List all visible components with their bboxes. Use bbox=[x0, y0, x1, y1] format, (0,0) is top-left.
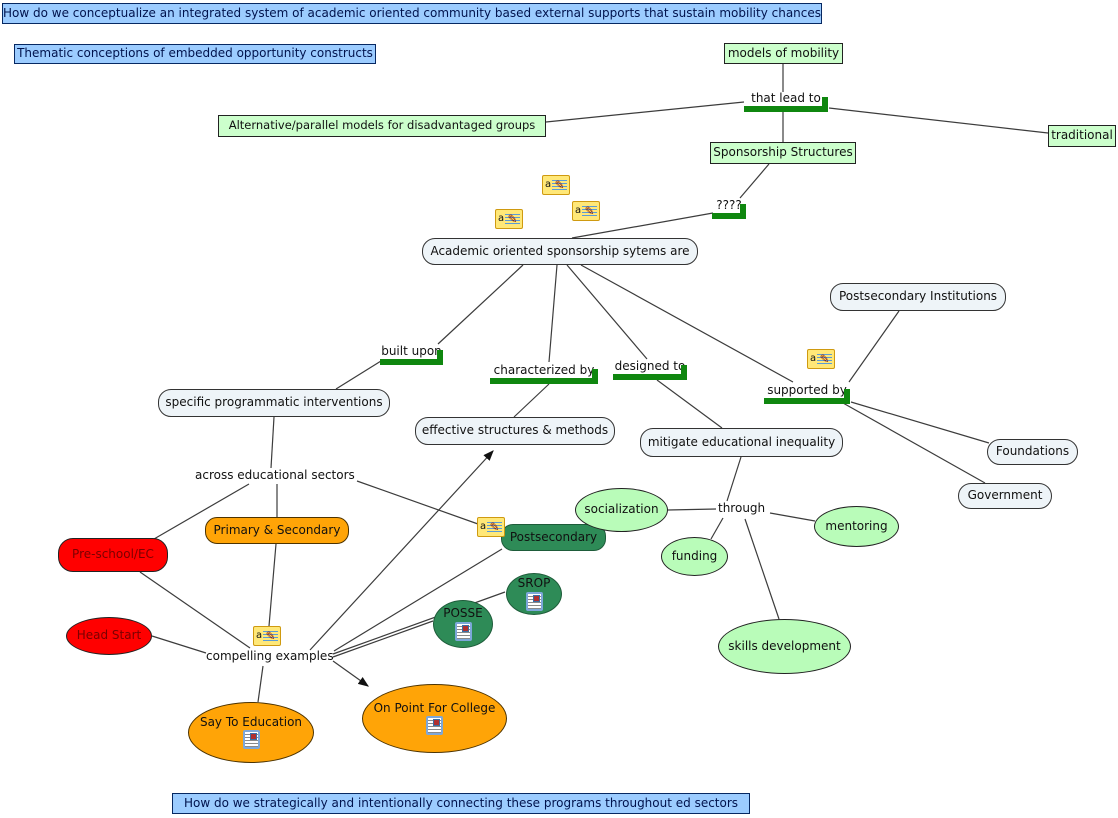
node-label: Primary & Secondary bbox=[213, 522, 341, 537]
node-label: Postsecondary bbox=[509, 529, 598, 544]
node-funding[interactable]: funding bbox=[661, 537, 728, 576]
linking-phrase-across-educational-sectors[interactable]: across educational sectors bbox=[195, 468, 355, 482]
annotation-note-icon[interactable]: a ✎ bbox=[807, 349, 835, 369]
attached-resource-icon[interactable] bbox=[454, 621, 472, 641]
node-government[interactable]: Government bbox=[958, 483, 1052, 509]
linking-phrase-label: across educational sectors bbox=[195, 468, 355, 482]
collapse-bar[interactable] bbox=[490, 369, 598, 384]
node-label: mitigate educational inequality bbox=[647, 434, 836, 449]
node-label: socialization bbox=[584, 502, 659, 517]
node-posse[interactable]: POSSE bbox=[433, 600, 493, 648]
node-label: Foundations bbox=[995, 444, 1070, 459]
collapse-bar[interactable] bbox=[712, 204, 746, 219]
collapse-bar[interactable] bbox=[764, 389, 850, 404]
node-top-question-banner[interactable]: How do we conceptualize an integrated sy… bbox=[2, 3, 822, 24]
node-specific-programmatic-interventions[interactable]: specific programmatic interventions bbox=[158, 389, 390, 417]
annotation-note-icon[interactable]: a ✎ bbox=[477, 517, 505, 537]
linking-phrase-through[interactable]: through bbox=[718, 501, 765, 515]
linking-phrase-label: through bbox=[718, 501, 766, 515]
attached-resource-icon[interactable] bbox=[426, 716, 443, 736]
node-label: Sponsorship Structures bbox=[713, 145, 853, 160]
node-mentoring[interactable]: mentoring bbox=[814, 506, 899, 547]
linking-phrase-label: ???? bbox=[716, 198, 742, 212]
node-socialization[interactable]: socialization bbox=[575, 488, 668, 532]
node-foundations[interactable]: Foundations bbox=[987, 439, 1078, 465]
node-label: Say To Education bbox=[199, 714, 303, 729]
node-label: specific programmatic interventions bbox=[165, 395, 383, 410]
collapse-bar[interactable] bbox=[744, 97, 828, 112]
pencil-icon: ✎ bbox=[505, 212, 520, 226]
linking-phrase-supported-by[interactable]: supported by bbox=[764, 383, 850, 404]
linking-phrase-designed-to[interactable]: designed to bbox=[613, 359, 687, 380]
node-academic-oriented-sponsorship[interactable]: Academic oriented sponsorship sytems are bbox=[422, 238, 698, 265]
linking-phrase-compelling-examples[interactable]: compelling examples bbox=[206, 649, 334, 663]
node-label: Alternative/parallel models for disadvan… bbox=[228, 118, 536, 133]
annotation-note-icon[interactable]: a ✎ bbox=[495, 209, 523, 229]
node-label: Thematic conceptions of embedded opportu… bbox=[17, 46, 373, 61]
node-label: POSSE bbox=[443, 606, 483, 621]
linking-phrase-unknown[interactable]: ???? bbox=[712, 198, 746, 219]
linking-phrase-label: designed to bbox=[614, 359, 686, 373]
node-postsecondary[interactable]: Postsecondary bbox=[501, 524, 606, 551]
node-label: How do we conceptualize an integrated sy… bbox=[2, 5, 822, 20]
node-label: effective structures & methods bbox=[421, 423, 609, 438]
node-label: SROP bbox=[517, 576, 551, 591]
node-label: traditional bbox=[1051, 128, 1113, 143]
linking-phrase-label: characterized by bbox=[493, 363, 595, 377]
collapse-bar[interactable] bbox=[380, 350, 443, 365]
annotation-note-icon[interactable]: a ✎ bbox=[542, 175, 570, 195]
node-label: skills development bbox=[728, 638, 841, 653]
node-label: mentoring bbox=[825, 518, 888, 533]
node-on-point-for-college[interactable]: On Point For College bbox=[362, 684, 507, 753]
node-label: Postsecondary Institutions bbox=[838, 289, 998, 304]
node-thematic-conceptions[interactable]: Thematic conceptions of embedded opportu… bbox=[14, 44, 376, 64]
linking-phrase-label: compelling examples bbox=[206, 649, 334, 663]
pencil-icon: ✎ bbox=[552, 178, 567, 192]
node-label: Pre-school/EC bbox=[72, 547, 154, 562]
node-label: funding bbox=[671, 548, 718, 563]
node-label: Government bbox=[967, 488, 1043, 503]
annotation-letter: a bbox=[810, 353, 817, 364]
node-skills-development[interactable]: skills development bbox=[718, 619, 851, 674]
node-bottom-question-banner[interactable]: How do we strategically and intentionall… bbox=[172, 793, 750, 814]
node-postsecondary-institutions[interactable]: Postsecondary Institutions bbox=[830, 283, 1006, 311]
pencil-icon: ✎ bbox=[817, 352, 832, 366]
annotation-letter: a bbox=[545, 179, 552, 190]
node-effective-structures-methods[interactable]: effective structures & methods bbox=[415, 417, 615, 445]
annotation-letter: a bbox=[575, 205, 582, 216]
node-label: How do we strategically and intentionall… bbox=[183, 795, 739, 810]
node-models-of-mobility[interactable]: models of mobility bbox=[724, 43, 843, 64]
node-head-start[interactable]: Head Start bbox=[66, 617, 152, 655]
pencil-icon: ✎ bbox=[263, 629, 278, 643]
pencil-icon: ✎ bbox=[487, 520, 502, 534]
annotation-letter: a bbox=[256, 630, 263, 641]
attached-resource-icon[interactable] bbox=[525, 591, 543, 611]
node-primary-secondary[interactable]: Primary & Secondary bbox=[205, 517, 349, 544]
linking-phrase-built-upon[interactable]: built upon bbox=[380, 344, 443, 365]
node-label: Head Start bbox=[76, 628, 142, 643]
node-alternative-parallel-models[interactable]: Alternative/parallel models for disadvan… bbox=[218, 115, 546, 137]
node-label: On Point For College bbox=[373, 700, 496, 715]
node-mitigate-educational-inequality[interactable]: mitigate educational inequality bbox=[640, 428, 843, 457]
pencil-icon: ✎ bbox=[582, 204, 597, 218]
node-sponsorship-structures[interactable]: Sponsorship Structures bbox=[710, 142, 856, 164]
node-traditional[interactable]: traditional bbox=[1048, 125, 1116, 147]
node-say-to-education[interactable]: Say To Education bbox=[188, 702, 314, 763]
annotation-note-icon[interactable]: a ✎ bbox=[253, 626, 281, 646]
linking-phrase-characterized-by[interactable]: characterized by bbox=[490, 363, 598, 384]
linking-phrase-that-lead-to[interactable]: that lead to bbox=[744, 91, 828, 112]
collapse-bar[interactable] bbox=[613, 365, 687, 380]
linking-phrase-label: supported by bbox=[767, 383, 847, 397]
attached-resource-icon[interactable] bbox=[242, 730, 260, 750]
annotation-note-icon[interactable]: a ✎ bbox=[572, 201, 600, 221]
annotation-letter: a bbox=[498, 213, 505, 224]
linking-phrase-label: built upon bbox=[381, 344, 442, 358]
node-label: models of mobility bbox=[727, 45, 840, 60]
node-label: Academic oriented sponsorship sytems are bbox=[430, 243, 690, 258]
annotation-letter: a bbox=[480, 521, 487, 532]
node-pre-school-ec[interactable]: Pre-school/EC bbox=[58, 538, 168, 572]
linking-phrase-label: that lead to bbox=[751, 91, 821, 105]
node-srop[interactable]: SROP bbox=[506, 573, 562, 615]
